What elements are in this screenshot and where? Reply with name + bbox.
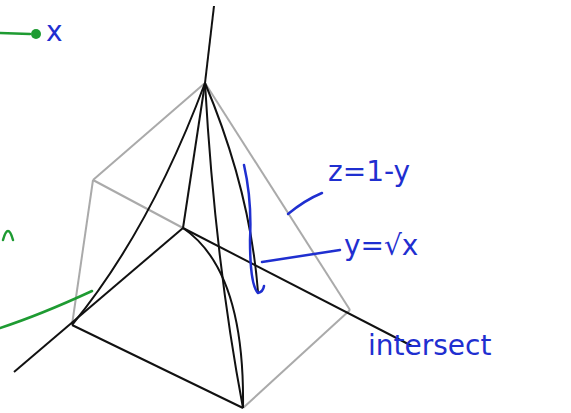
base-edge xyxy=(72,325,243,408)
green-pointer xyxy=(0,33,30,34)
prism-outline xyxy=(72,83,350,408)
leader-line xyxy=(288,193,322,214)
leader-line xyxy=(262,250,340,262)
z-axis xyxy=(205,6,214,83)
green-marks xyxy=(0,33,92,328)
bracket xyxy=(244,165,264,293)
equation-label: z=1-y xyxy=(328,158,410,186)
green-pointer xyxy=(0,291,92,328)
green-scribble xyxy=(3,231,13,240)
green-dot xyxy=(31,29,41,39)
y-axis xyxy=(14,228,183,372)
note-label: intersect xyxy=(368,332,491,360)
grey-edge xyxy=(93,180,183,228)
equation-label: y=√x xyxy=(344,232,418,260)
axis-label: x xyxy=(46,18,63,46)
base-curve xyxy=(183,228,243,408)
z-axis xyxy=(183,83,205,228)
annotations xyxy=(244,165,340,293)
solid-curves xyxy=(72,83,258,408)
edge-curve xyxy=(72,83,205,325)
grey-edge xyxy=(243,310,350,408)
grey-edge xyxy=(93,83,205,180)
